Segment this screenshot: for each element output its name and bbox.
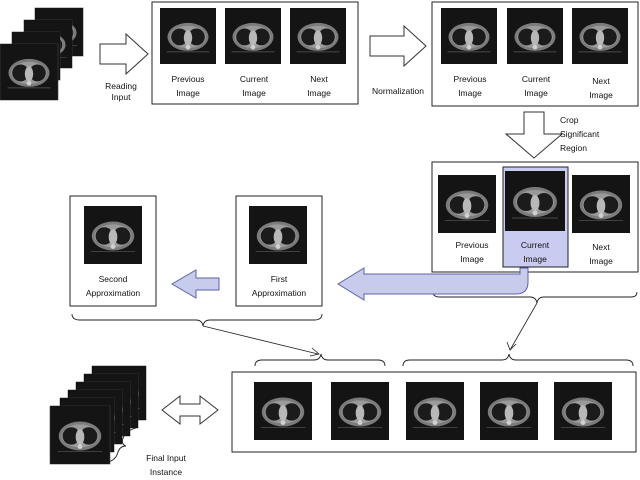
normalized-previous-caption-1: Previous xyxy=(453,74,486,84)
reading-previous-caption-1: Previous xyxy=(171,74,204,84)
normalized-current-caption-1: Current xyxy=(522,74,551,84)
final-sequence-panel xyxy=(231,371,637,453)
crop-arrow xyxy=(504,111,564,159)
reading-current-image xyxy=(225,8,281,64)
final-sequence-image xyxy=(254,382,312,440)
final-input-label-line2: Instance xyxy=(150,467,182,477)
reading-next-caption-1: Next xyxy=(310,74,328,84)
final-ct-stack xyxy=(49,365,147,465)
reading-previous-image xyxy=(160,8,216,64)
approximations-connector-head xyxy=(309,347,320,357)
final-sequence-image xyxy=(554,382,612,440)
reading-next-caption-2: Image xyxy=(307,88,331,98)
normalized-current-caption-2: Image xyxy=(524,88,548,98)
reading-next-image xyxy=(290,8,346,64)
cropped-panel: Previous Image Current Image Next Image xyxy=(431,161,639,273)
first-approximation-image xyxy=(249,206,307,264)
final-stack-scan xyxy=(49,405,111,465)
cropped-previous-image xyxy=(438,175,496,233)
cropped-previous-caption-2: Image xyxy=(460,254,484,264)
second-approximation-label-1: Second xyxy=(99,274,128,284)
final-right-brace xyxy=(402,353,634,367)
crop-label-line3: Region xyxy=(560,143,587,153)
normalization-label: Normalization xyxy=(372,86,424,96)
final-input-label-line1: Final Input xyxy=(146,453,186,463)
cropped-current-image xyxy=(505,171,565,231)
first-approximation-label-2: Approximation xyxy=(252,288,307,298)
reading-input-label-line1: Reading xyxy=(105,81,137,91)
input-ct-stack xyxy=(0,7,84,101)
normalized-current-image xyxy=(507,8,563,64)
final-sequence-image xyxy=(480,382,538,440)
first-approximation-label-1: First xyxy=(271,274,288,284)
second-approximation-card: Second Approximation xyxy=(69,195,157,307)
final-stack-brace xyxy=(107,427,137,463)
normalized-previous-image xyxy=(441,8,497,64)
cropped-previous-caption-1: Previous xyxy=(455,240,488,250)
second-approximation-label-2: Approximation xyxy=(86,288,141,298)
reading-input-arrow xyxy=(99,32,149,76)
normalized-next-caption-2: Image xyxy=(589,90,613,100)
reading-current-caption-1: Current xyxy=(240,74,269,84)
final-sequence-image xyxy=(406,382,464,440)
cropped-current-caption-2: Image xyxy=(523,254,547,264)
cropped-current-caption-1: Current xyxy=(521,240,550,250)
final-sequence-image xyxy=(331,382,389,440)
normalized-next-caption-1: Next xyxy=(592,76,610,86)
cropped-connector xyxy=(509,302,538,351)
extract-current-arrow xyxy=(337,267,529,301)
reading-panel: Previous Image Current Image Next Image xyxy=(151,1,359,105)
approximation-arrow xyxy=(171,269,220,299)
reading-current-caption-2: Image xyxy=(242,88,266,98)
input-stack-scan xyxy=(0,43,59,101)
final-left-brace xyxy=(254,353,386,367)
normalized-panel: Previous Image Current Image Next Image xyxy=(431,1,639,107)
reading-previous-caption-2: Image xyxy=(176,88,200,98)
crop-label-line2: Significant xyxy=(560,129,600,139)
cropped-connector-head xyxy=(506,341,517,351)
equivalence-arrow xyxy=(161,394,219,426)
first-approximation-card: First Approximation xyxy=(235,195,323,307)
cropped-next-image xyxy=(572,175,630,233)
normalized-next-image xyxy=(572,8,628,64)
cropped-next-caption-2: Image xyxy=(589,256,613,266)
approximations-brace xyxy=(71,313,323,327)
crop-label-line1: Crop xyxy=(560,115,579,125)
normalization-arrow xyxy=(369,24,427,68)
approximations-connector xyxy=(202,325,319,355)
normalized-previous-caption-2: Image xyxy=(458,88,482,98)
second-approximation-image xyxy=(84,206,142,264)
cropped-next-caption-1: Next xyxy=(592,242,610,252)
reading-input-label-line2: Input xyxy=(112,92,132,102)
